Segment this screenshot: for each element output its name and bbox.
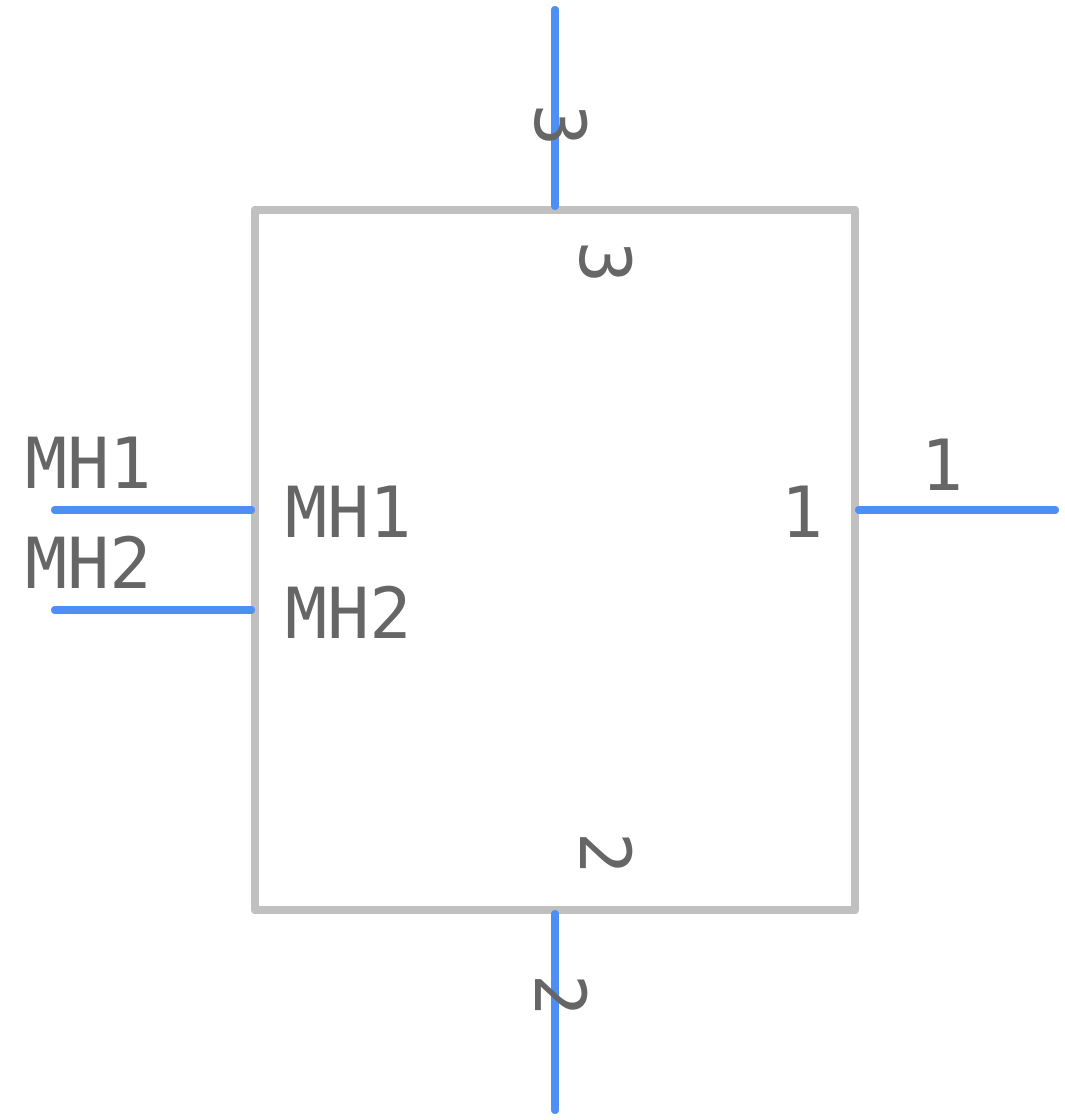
pin-2-number: 2 (518, 974, 600, 1016)
pin-mh1-name: MH1 (285, 472, 411, 554)
pin-mh1-number: MH1 (25, 423, 151, 505)
pin-mh2-number: MH2 (25, 523, 151, 605)
pin-1-number: 1 (921, 425, 963, 507)
pin-3-number: 3 (518, 104, 600, 146)
pin-2-name: 2 (563, 832, 645, 874)
pin-mh2-name: MH2 (285, 573, 411, 655)
component-body (251, 206, 859, 914)
pin-1-name: 1 (781, 472, 823, 554)
pin-3-name: 3 (563, 241, 645, 283)
